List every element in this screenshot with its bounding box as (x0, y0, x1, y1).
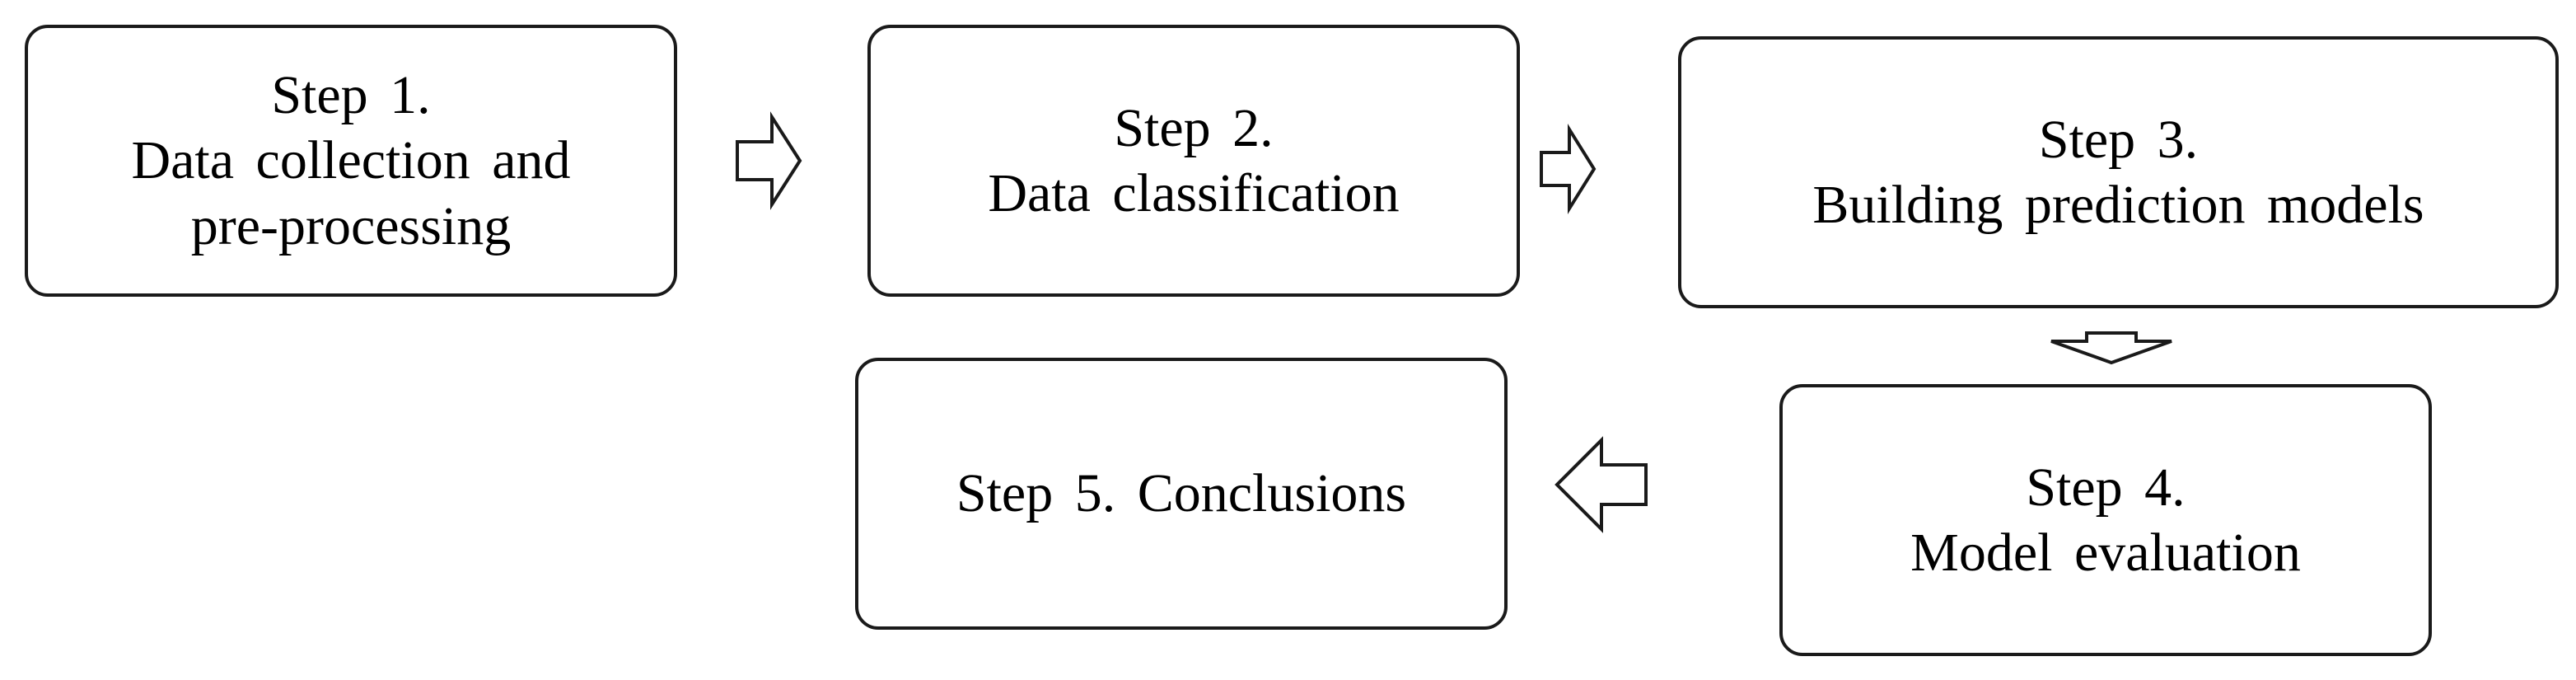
step-3-text-line-1: Building prediction models (1812, 175, 2424, 235)
arrow-step3-to-step4 (2050, 331, 2172, 365)
step-2-box: Step 2. Data classification (867, 25, 1520, 297)
step-3-box: Step 3. Building prediction models (1678, 36, 2559, 308)
step-3-title: Step 3. (2038, 109, 2199, 170)
step-1-box: Step 1. Data collection and pre-processi… (25, 25, 677, 297)
step-5-box: Step 5. Conclusions (855, 358, 1508, 630)
step-1-title: Step 1. (271, 65, 431, 126)
arrow-step1-to-step2 (736, 111, 802, 210)
step-5-title: Step 5. Conclusions (956, 463, 1407, 524)
step-4-box: Step 4. Model evaluation (1779, 384, 2432, 656)
step-1-text-line-1: Data collection and (131, 130, 571, 191)
step-1-text-line-2: pre-processing (190, 195, 512, 256)
step-2-title: Step 2. (1114, 97, 1274, 158)
arrow-step2-to-step3 (1540, 124, 1597, 214)
step-4-text-line-1: Model evaluation (1910, 523, 2301, 583)
arrow-step4-to-step5 (1554, 436, 1648, 533)
step-2-text-line-1: Data classification (988, 163, 1400, 223)
step-4-title: Step 4. (2026, 457, 2186, 518)
